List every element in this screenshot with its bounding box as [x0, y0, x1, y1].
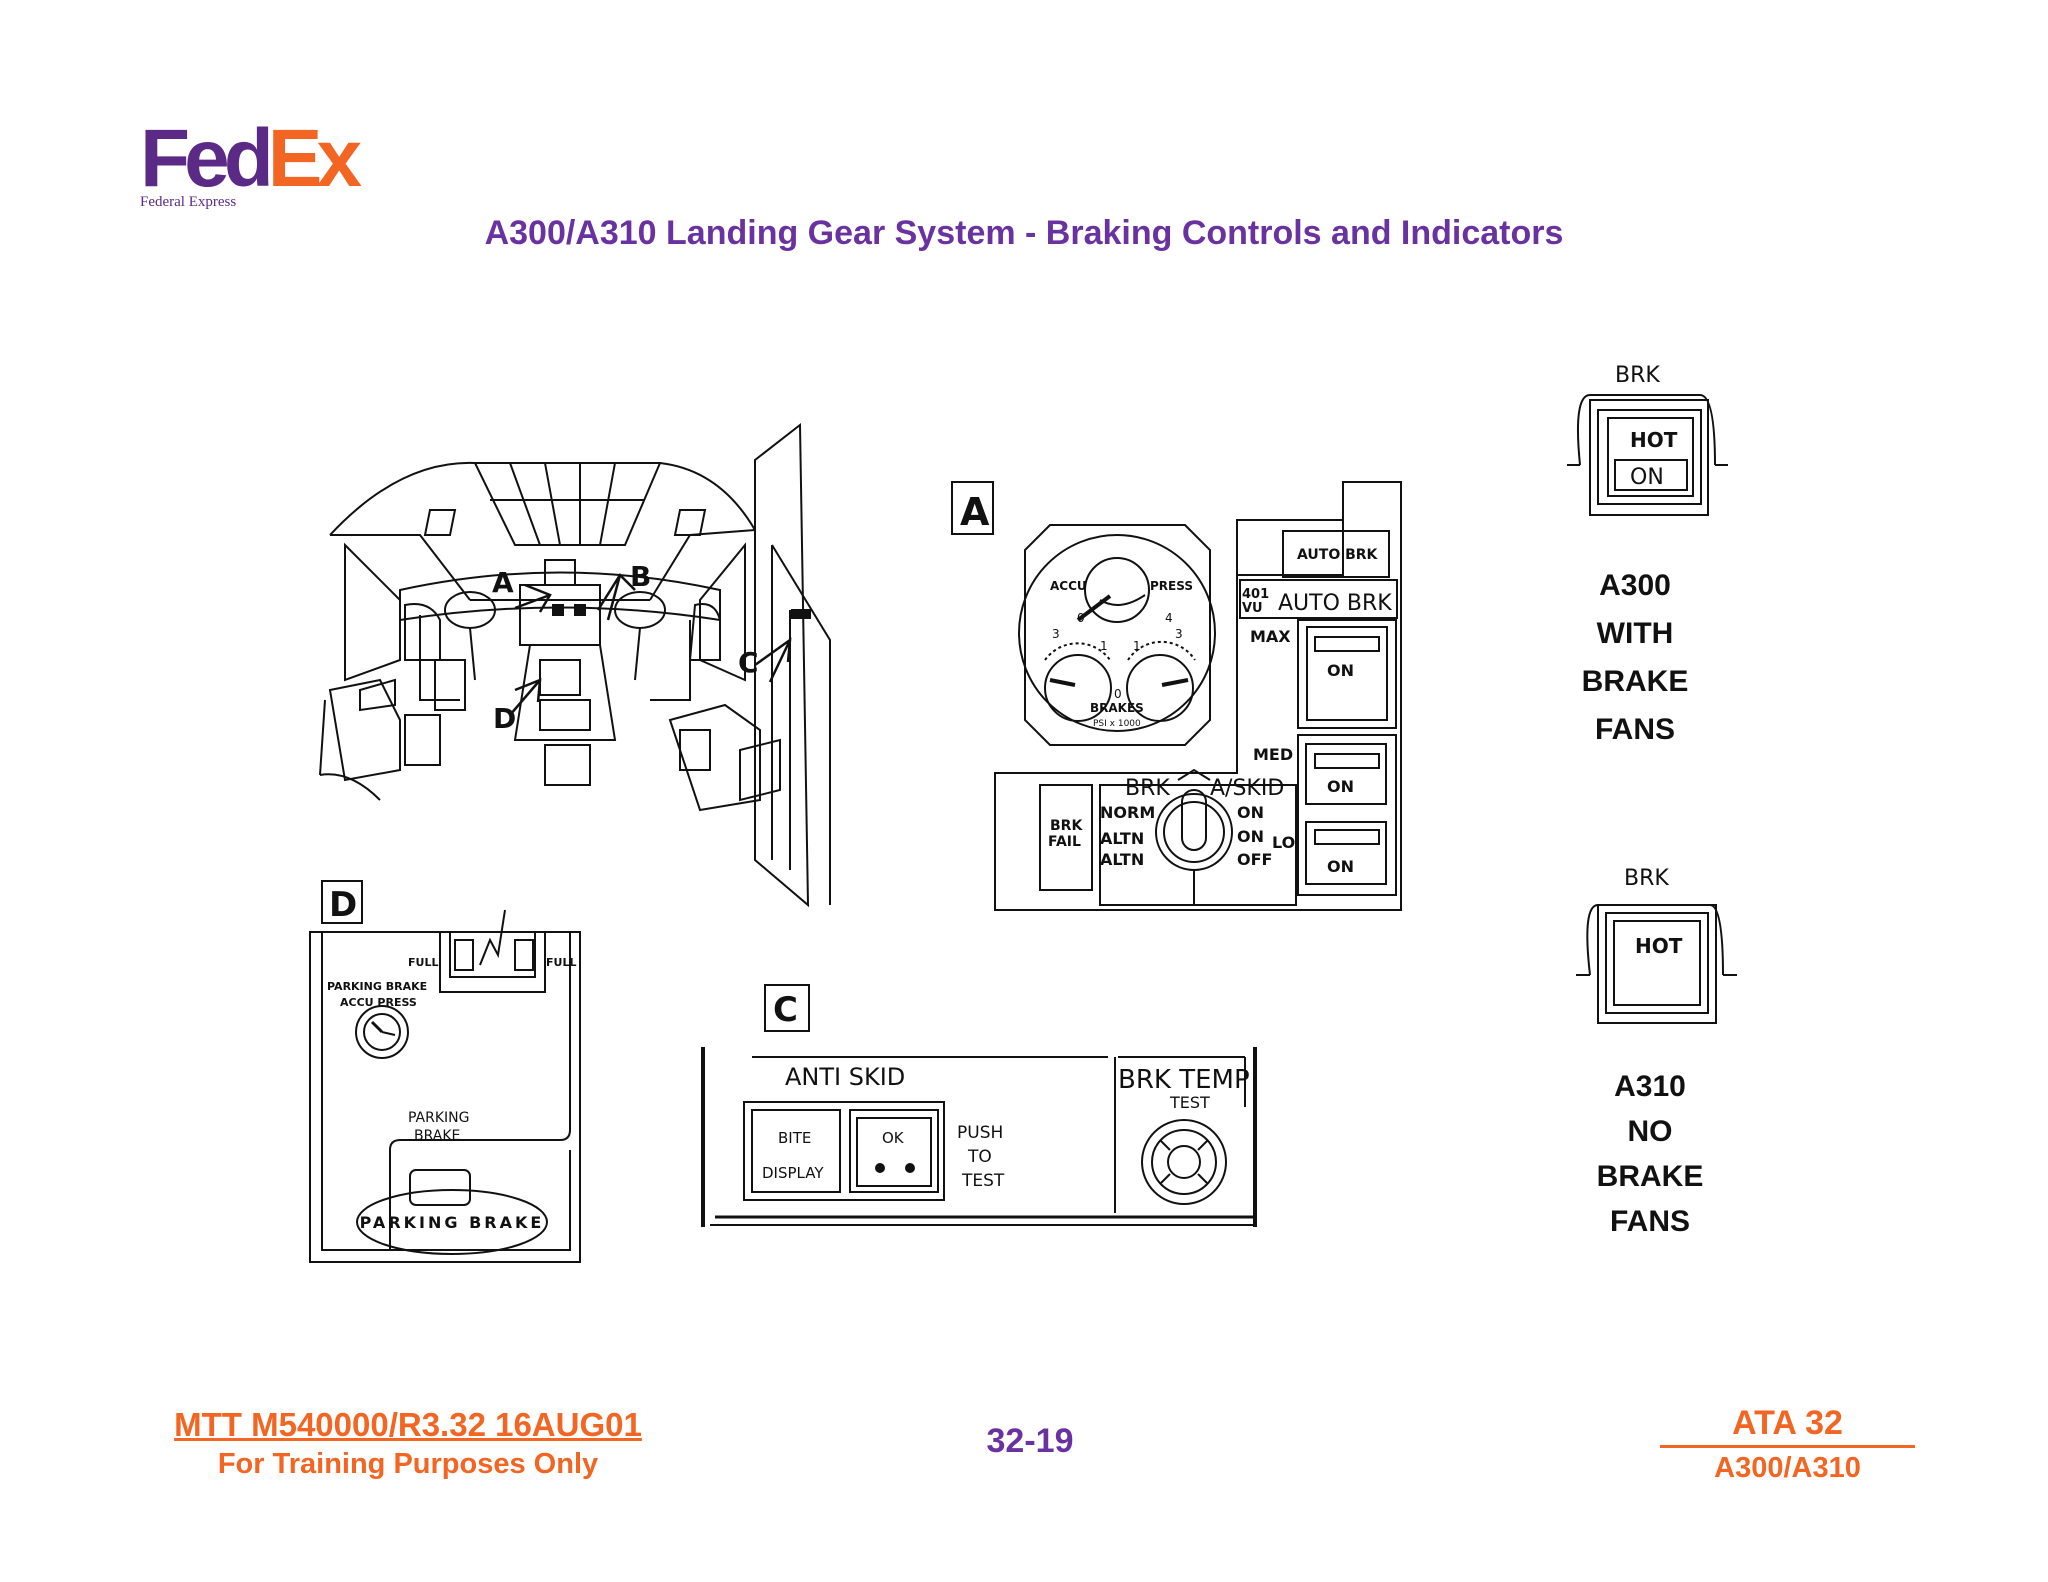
caption-a300-line: FANS: [1594, 713, 1675, 746]
brk-a310-hot: HOT: [1635, 934, 1683, 958]
brk-temp-label: BRK TEMP: [1118, 1065, 1250, 1095]
auto-brk-lo: LO: [1272, 833, 1295, 852]
to-label: TO: [967, 1147, 992, 1167]
brk-a300-hot: HOT: [1630, 428, 1678, 452]
gauge-units: PSI x 1000: [1093, 719, 1141, 729]
auto-brk-max: MAX: [1250, 627, 1291, 646]
footer-model: A300/A310: [1714, 1452, 1861, 1484]
gauge-tick-1a: 1: [1100, 639, 1108, 653]
panel-vu-2: VU: [1242, 601, 1263, 616]
page-number: 32-19: [986, 1422, 1074, 1460]
page-title: A300/A310 Landing Gear System - Braking …: [484, 214, 1564, 252]
display-label: DISPLAY: [762, 1164, 824, 1182]
switch-altn-1: ALTN: [1100, 829, 1144, 848]
gauge-press: PRESS: [1150, 579, 1193, 593]
panel-a: [951, 481, 1402, 911]
logo-subtitle: Federal Express: [140, 194, 237, 210]
footer-left: MTT M540000/R3.32 16AUG01 For Training P…: [148, 1406, 668, 1481]
auto-brk-on-2: ON: [1327, 777, 1354, 796]
parking-label-1: PARKING: [408, 1110, 469, 1126]
accu-label-2: ACCU PRESS: [340, 996, 417, 1009]
cockpit-illustration: [319, 422, 831, 908]
bite-label: BITE: [778, 1129, 811, 1147]
cockpit-label-a: A: [492, 566, 514, 599]
auto-brk-label: AUTO BRK: [1278, 591, 1392, 616]
cockpit-label-b: B: [630, 560, 651, 593]
switch-on-1: ON: [1237, 803, 1264, 822]
cockpit-arrows: [509, 573, 792, 716]
fedex-logo: FedEx Federal Express: [140, 118, 362, 211]
caption-a300: A300 WITH BRAKE FANS: [1545, 562, 1725, 754]
accu-label-1: PARKING BRAKE: [327, 980, 427, 993]
gauge-brakes: BRAKES: [1090, 701, 1144, 715]
gauge-tick-0a: 0: [1077, 611, 1085, 625]
gauge-tick-3a: 3: [1052, 627, 1060, 641]
caption-a300-line: WITH: [1596, 617, 1674, 650]
push-label: PUSH: [957, 1123, 1003, 1143]
caption-a310-line: NO: [1627, 1115, 1673, 1148]
brk-a300-on: ON: [1630, 465, 1664, 490]
cockpit-label-c: C: [738, 646, 759, 679]
gauge-tick-4: 4: [1165, 611, 1173, 625]
footer-ata: ATA 32: [1660, 1404, 1915, 1448]
switch-norm: NORM: [1100, 803, 1155, 822]
brk-a300-label: BRK: [1615, 363, 1660, 388]
footer-training-note: For Training Purposes Only: [217, 1448, 599, 1480]
brk-a310-label: BRK: [1624, 866, 1669, 891]
test-label: TEST: [961, 1171, 1005, 1191]
logo-ex: Ex: [267, 113, 362, 204]
caption-a310: A310 NO BRAKE FANS: [1560, 1064, 1740, 1244]
auto-brk-on-1: ON: [1327, 661, 1354, 680]
brk-indicator-a300: [1567, 394, 1728, 516]
gauge-tick-0b: 0: [1114, 687, 1122, 701]
auto-brk-top: AUTO BRK: [1297, 547, 1379, 563]
caption-a300-line: BRAKE: [1581, 665, 1689, 698]
gauge-tick-3b: 3: [1175, 627, 1183, 641]
switch-on-2: ON: [1237, 827, 1264, 846]
full-left: FULL: [408, 956, 438, 969]
footer-right: ATA 32 A300/A310: [1660, 1404, 1915, 1485]
brk-temp-test: TEST: [1169, 1093, 1210, 1112]
panel-vu-1: 401: [1242, 587, 1269, 602]
switch-altn-2: ALTN: [1100, 850, 1144, 869]
panel-d: [309, 880, 581, 1263]
ok-label: OK: [882, 1129, 905, 1147]
panel-c: [701, 984, 1257, 1227]
switch-askid: A/SKID: [1210, 776, 1284, 801]
gauge-tick-1b: 1: [1133, 639, 1141, 653]
switch-off: OFF: [1237, 850, 1272, 869]
auto-brk-on-3: ON: [1327, 857, 1354, 876]
logo-wordmark: FedEx: [140, 118, 362, 200]
panel-d-label: D: [329, 885, 357, 925]
parking-label-2: BRAKE: [414, 1128, 460, 1144]
brk-indicator-a310: [1576, 904, 1737, 1024]
panel-c-label: C: [773, 990, 798, 1030]
footer-doc-id: MTT M540000/R3.32 16AUG01: [174, 1406, 642, 1443]
auto-brk-med: MED: [1253, 745, 1293, 764]
brk-fail-2: FAIL: [1048, 834, 1081, 850]
caption-a300-line: A300: [1599, 569, 1671, 602]
cockpit-label-d: D: [493, 702, 516, 735]
anti-skid-label: ANTI SKID: [785, 1063, 905, 1091]
gauge-accu: ACCU: [1050, 579, 1087, 593]
caption-a310-line: BRAKE: [1596, 1160, 1704, 1193]
parking-handle-text: PARKING BRAKE: [360, 1213, 545, 1232]
panel-a-label: A: [960, 490, 990, 534]
full-right: FULL: [546, 956, 576, 969]
caption-a310-line: FANS: [1609, 1205, 1690, 1238]
logo-fed: Fed: [140, 113, 274, 204]
brk-fail-1: BRK: [1050, 818, 1083, 834]
caption-a310-line: A310: [1614, 1070, 1686, 1103]
switch-brk: BRK: [1125, 776, 1170, 801]
